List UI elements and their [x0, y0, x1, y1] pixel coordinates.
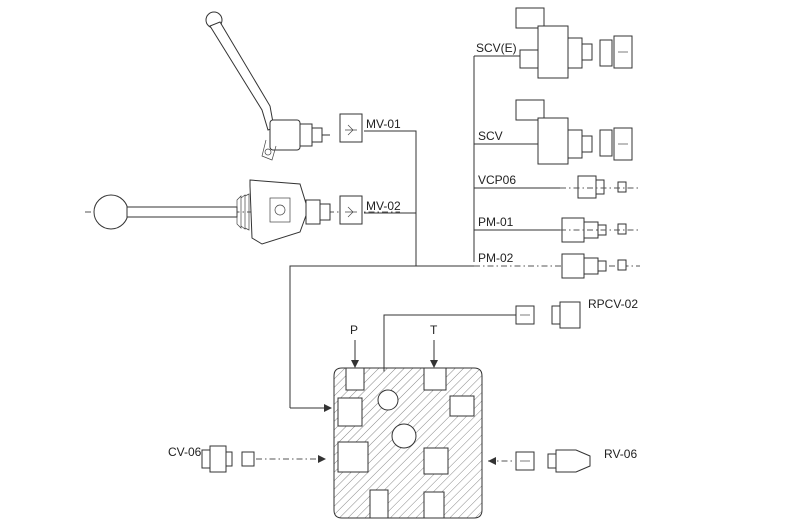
line-rpcv02 [383, 314, 516, 372]
line-mv01 [364, 130, 417, 262]
solenoid-valve-scv [515, 99, 633, 165]
label-rpcv02: RPCV-02 [588, 297, 638, 311]
manifold-block [333, 367, 483, 519]
bus-line-horizontal [289, 262, 474, 408]
relief-valve-rv06 [515, 449, 591, 473]
manual-valve-mv01 [205, 11, 363, 161]
label-mv02: MV-02 [366, 199, 401, 213]
solenoid-valve-scve [515, 7, 633, 79]
label-rv06: RV-06 [604, 447, 637, 461]
label-pm02: PM-02 [478, 251, 514, 265]
label-port-p: P [350, 323, 358, 337]
valve-symbol-icon [241, 451, 255, 467]
label-port-t: T [430, 323, 438, 337]
component-rpcv02 [515, 301, 581, 329]
manual-valve-mv02 [85, 179, 400, 245]
label-scv: SCV [478, 129, 503, 143]
component-pm02 [561, 253, 627, 279]
lever-ball-icon [93, 194, 129, 230]
check-valve-cv06 [201, 445, 255, 473]
label-vcp06: VCP06 [478, 173, 516, 187]
label-cv06: CV-06 [168, 445, 202, 459]
label-mv01: MV-01 [366, 117, 401, 131]
label-pm01: PM-01 [478, 215, 514, 229]
component-vcp06 [577, 175, 627, 199]
label-scve: SCV(E) [476, 41, 517, 55]
